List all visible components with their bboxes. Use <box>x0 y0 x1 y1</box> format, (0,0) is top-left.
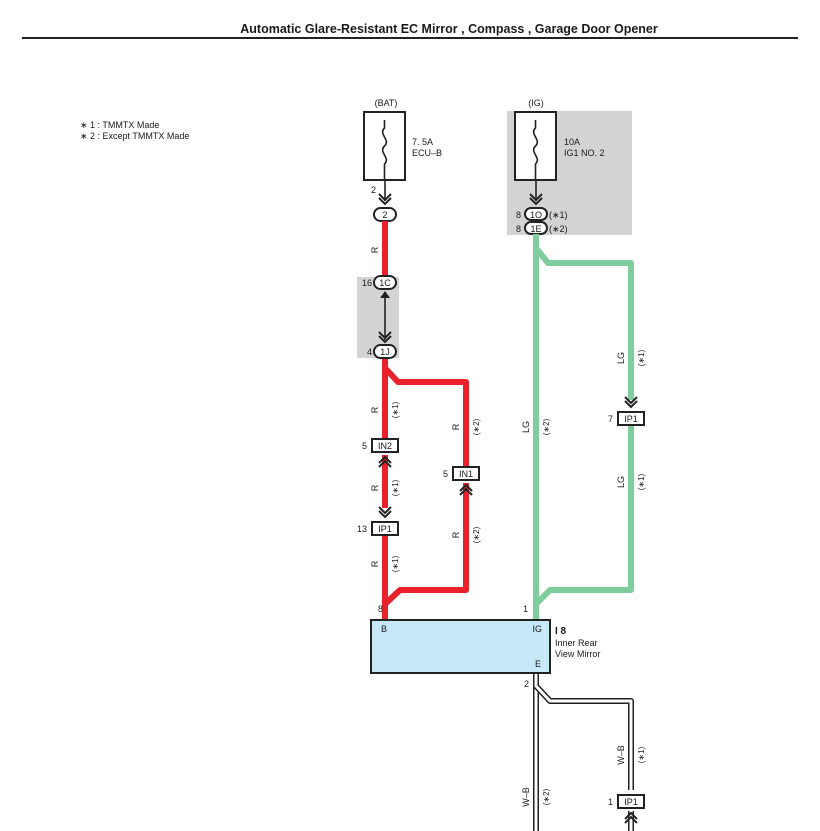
in2-pin: 5 <box>362 441 367 451</box>
mirror-pin-e: 2 <box>524 679 529 689</box>
ig-pin-a: 8 <box>516 210 521 220</box>
ip1-b-connector <box>617 411 645 426</box>
ip1-a-connector <box>371 521 399 536</box>
green-wire <box>533 234 634 620</box>
junction-connector-top <box>373 275 397 290</box>
svg-text:R: R <box>370 484 380 491</box>
svg-text:(∗1): (∗1) <box>637 349 646 366</box>
ig-pin-b: 8 <box>516 224 521 234</box>
svg-text:IN2: IN2 <box>378 441 392 451</box>
svg-text:IP1: IP1 <box>624 414 638 424</box>
svg-text:(∗2): (∗2) <box>472 418 481 435</box>
note-1: ∗ 1 : TMMTX Made <box>80 120 159 130</box>
ip1-c-connector <box>617 794 645 809</box>
mirror-pin-b: 8 <box>378 604 383 614</box>
in2-connector <box>371 438 399 453</box>
in1-pin: 5 <box>443 469 448 479</box>
svg-text:LG: LG <box>616 476 626 488</box>
svg-text:(∗2): (∗2) <box>542 788 551 805</box>
svg-text:(∗2): (∗2) <box>542 418 551 435</box>
note-2: ∗ 2 : Except TMMTX Made <box>80 131 189 141</box>
bat-fuse-rating: 7. 5A <box>412 137 433 147</box>
ig-source-label: (IG) <box>528 98 544 108</box>
junction-pin-top: 16 <box>362 278 372 288</box>
svg-text:1E: 1E <box>530 224 541 234</box>
wire-labels: R R (∗1) R (∗1) R (∗1) R (∗2) R (∗2) LG … <box>370 246 646 807</box>
svg-text:IN1: IN1 <box>459 469 473 479</box>
junction-pin-bottom: 4 <box>367 347 372 357</box>
svg-text:W–B: W–B <box>616 745 626 765</box>
svg-text:R: R <box>451 531 461 538</box>
svg-text:R: R <box>370 406 380 413</box>
in1-connector <box>452 466 480 481</box>
ip1-b-pin: 7 <box>608 414 613 424</box>
mirror-id: I 8 <box>555 626 567 637</box>
mirror-name-2: View Mirror <box>555 649 600 659</box>
svg-text:(∗2): (∗2) <box>472 526 481 543</box>
svg-text:IP1: IP1 <box>378 524 392 534</box>
ig-connector-a <box>524 207 548 221</box>
svg-text:(∗1): (∗1) <box>391 479 400 496</box>
mirror-name-1: Inner Rear <box>555 638 598 648</box>
ig-note-a: (∗1) <box>549 210 568 220</box>
ip1-c-pin: 1 <box>608 797 613 807</box>
red-wire <box>382 221 469 620</box>
svg-text:(∗1): (∗1) <box>637 746 646 763</box>
junction-connector-bottom <box>373 344 397 359</box>
svg-text:(∗1): (∗1) <box>391 555 400 572</box>
ground-wire <box>533 673 634 831</box>
mirror-term-e: E <box>535 659 541 669</box>
svg-text:LG: LG <box>521 421 531 433</box>
ig-fuse-name: IG1 NO. 2 <box>564 148 605 158</box>
bat-fuse-icon <box>381 120 388 180</box>
ig-fuse-rating: 10A <box>564 137 580 147</box>
svg-text:1O: 1O <box>530 210 542 220</box>
ig-note-b: (∗2) <box>549 224 568 234</box>
bat-pin: 2 <box>371 185 376 195</box>
svg-text:R: R <box>370 246 380 253</box>
svg-text:W–B: W–B <box>521 787 531 807</box>
svg-text:1C: 1C <box>379 278 391 288</box>
ip1-a-pin: 13 <box>357 524 367 534</box>
mirror-component-box <box>370 619 551 674</box>
mirror-term-b: B <box>381 624 387 634</box>
svg-text:R: R <box>451 423 461 430</box>
svg-text:LG: LG <box>616 352 626 364</box>
svg-text:IP1: IP1 <box>624 797 638 807</box>
page-title: Automatic Glare-Resistant EC Mirror , Co… <box>240 22 658 36</box>
svg-text:(∗1): (∗1) <box>391 401 400 418</box>
svg-text:R: R <box>370 560 380 567</box>
bat-fuse-name: ECU–B <box>412 148 442 158</box>
mirror-pin-ig: 1 <box>523 604 528 614</box>
svg-text:2: 2 <box>382 210 387 220</box>
svg-text:1J: 1J <box>380 347 390 357</box>
svg-text:(∗1): (∗1) <box>637 473 646 490</box>
mirror-term-ig: IG <box>532 624 542 634</box>
ig-fuse-icon <box>532 120 539 180</box>
bat-source-label: (BAT) <box>375 98 398 108</box>
